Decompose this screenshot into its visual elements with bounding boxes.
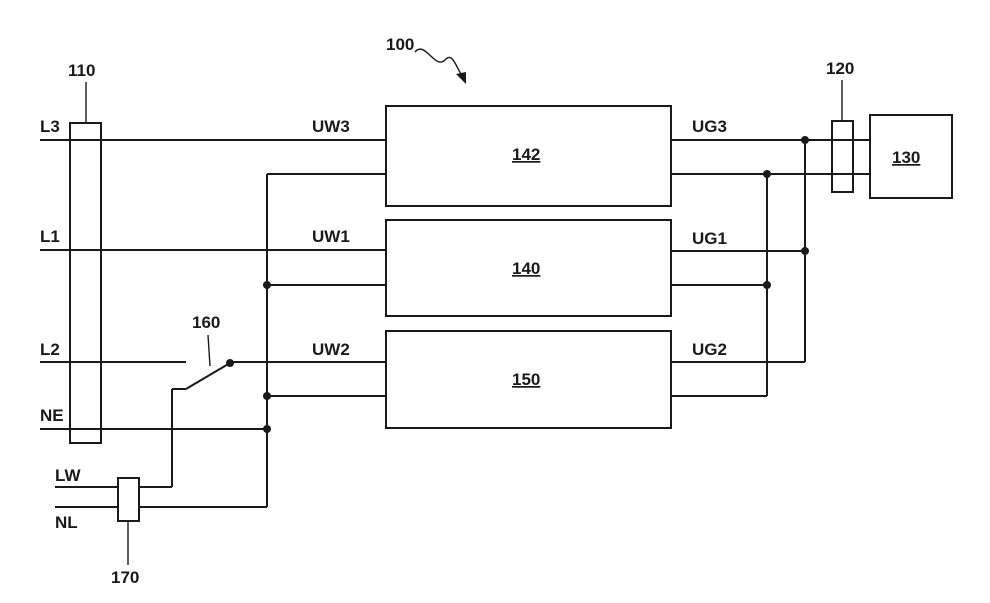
ref-110: 110 xyxy=(68,61,95,80)
label-ug1: UG1 xyxy=(692,229,727,248)
ref-130: 130 xyxy=(892,148,920,167)
label-uw3: UW3 xyxy=(312,117,350,136)
label-ug2: UG2 xyxy=(692,340,727,359)
ref-142: 142 xyxy=(512,145,540,164)
junction-dot xyxy=(801,136,809,144)
label-nl: NL xyxy=(55,513,78,532)
ref-140: 140 xyxy=(512,259,540,278)
ref-120: 120 xyxy=(826,59,854,78)
junction-dot xyxy=(263,425,271,433)
label-ug3: UG3 xyxy=(692,117,727,136)
ref-160: 160 xyxy=(192,313,220,332)
connector-120 xyxy=(832,121,853,192)
component-170 xyxy=(118,478,139,521)
ref-150: 150 xyxy=(512,370,540,389)
ref-100: 100 xyxy=(386,35,414,54)
arrow-head-icon xyxy=(456,72,466,84)
label-l2: L2 xyxy=(40,340,60,359)
label-l1: L1 xyxy=(40,227,60,246)
label-ne: NE xyxy=(40,406,64,425)
label-uw1: UW1 xyxy=(312,227,350,246)
terminal-block-110 xyxy=(70,123,101,443)
junction-dot xyxy=(763,170,771,178)
junction-dot xyxy=(801,247,809,255)
junction-dot xyxy=(763,281,771,289)
junction-dot xyxy=(263,281,271,289)
label-lw: LW xyxy=(55,466,81,485)
leader-160 xyxy=(208,335,210,366)
ref-170: 170 xyxy=(111,568,139,587)
label-l3: L3 xyxy=(40,117,60,136)
junction-dot xyxy=(263,392,271,400)
label-uw2: UW2 xyxy=(312,340,350,359)
switch-blade xyxy=(186,363,230,389)
wavy-leader-100 xyxy=(415,49,462,76)
